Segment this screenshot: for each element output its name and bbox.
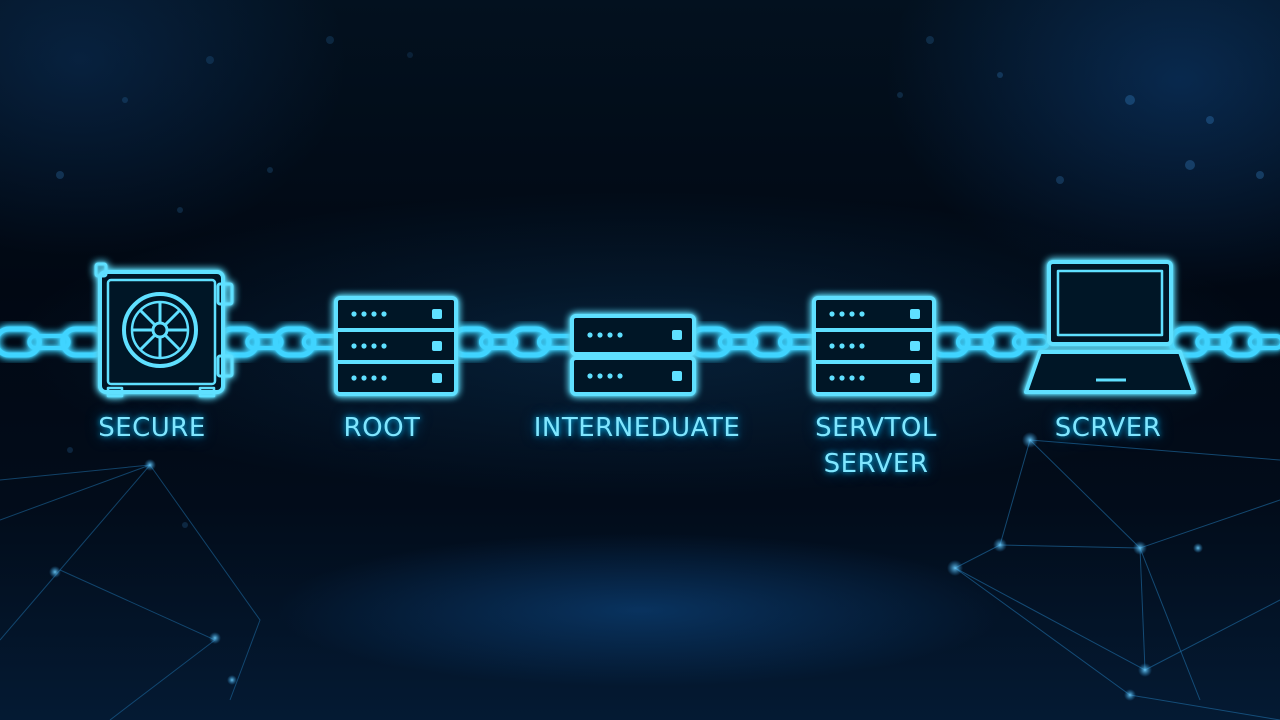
label-line: ROOT	[343, 413, 421, 443]
node-label-root: ROOT	[344, 410, 421, 446]
node-label-intermediate: INTERNEDUATE	[534, 410, 741, 446]
chain-link	[0, 326, 42, 358]
network-mesh-left	[0, 464, 261, 720]
chain-link	[778, 334, 818, 350]
server-rack-icon	[334, 296, 458, 396]
chain-link	[1195, 334, 1232, 350]
chain-link	[1247, 334, 1280, 350]
laptop-icon	[1024, 260, 1196, 394]
chain-link	[983, 326, 1027, 358]
bokeh-particles	[56, 36, 1264, 528]
node-label-scrver: SCRVER	[1055, 410, 1162, 446]
chain-link	[956, 334, 994, 350]
network-mesh-right	[953, 439, 1280, 720]
label-line: SERVER	[823, 449, 929, 479]
chain-link	[507, 326, 552, 358]
chain-link	[537, 334, 576, 350]
safe-vault-icon	[94, 262, 234, 398]
chain-link	[301, 334, 341, 350]
chain-link	[273, 326, 317, 358]
server-rack-icon	[812, 296, 936, 396]
server-rack-2u-icon	[570, 314, 696, 396]
label-line: SERVTOL	[815, 413, 937, 443]
chain-link	[1221, 326, 1263, 358]
network-nodes	[49, 432, 1203, 701]
chain-link	[747, 326, 793, 358]
chain-link	[479, 334, 518, 350]
label-line: SECURE	[98, 413, 206, 443]
label-line: SCRVER	[1054, 413, 1162, 443]
chain-link	[718, 334, 758, 350]
node-label-secure: SECURE	[98, 410, 206, 446]
node-label-servitol: SERVTOL SERVER	[815, 410, 937, 482]
chain-link	[1012, 334, 1050, 350]
chain-link	[245, 334, 284, 350]
chain-link	[27, 334, 71, 350]
label-line: INTERNEDUATE	[533, 413, 741, 443]
